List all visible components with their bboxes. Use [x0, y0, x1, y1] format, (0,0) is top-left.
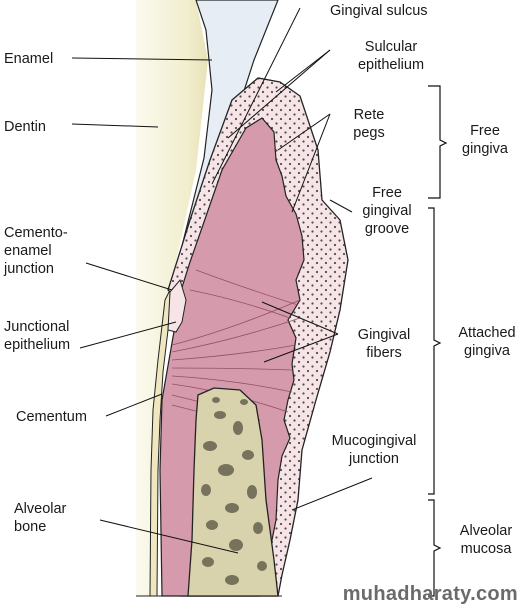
- leader-lines: [71, 7, 373, 554]
- label-alveolar-mucosa: Alveolar mucosa: [459, 523, 513, 557]
- label-cemento-enamel-junction: Cemento- enamel junction: [4, 225, 68, 277]
- label-junctional-epithelium: Junctional epithelium: [4, 319, 71, 353]
- label-cementum: Cementum: [16, 409, 87, 425]
- label-gingival-sulcus: Gingival sulcus: [330, 3, 428, 19]
- label-attached-gingiva: Attached gingiva: [458, 325, 516, 359]
- junctional-epithelium-region: [167, 278, 187, 333]
- label-free-gingiva: Free gingiva: [462, 123, 508, 157]
- label-dentin: Dentin: [4, 119, 46, 135]
- label-gingival-fibers: Gingival fibers: [357, 327, 411, 361]
- watermark: muhadharaty.com: [342, 583, 518, 605]
- bone-trabeculae: [201, 397, 267, 585]
- label-sulcular-epithelium: Sulcular epithelium: [357, 39, 425, 73]
- region-brackets: [428, 85, 448, 597]
- alveolar-bone-region: [187, 387, 279, 597]
- label-mucogingival-junction: Mucogingival junction: [331, 433, 417, 467]
- label-alveolar-bone: Alveolar bone: [14, 501, 67, 535]
- label-free-gingival-groove: Free gingival groove: [362, 185, 412, 237]
- label-rete-pegs: Rete pegs: [353, 107, 385, 141]
- label-enamel: Enamel: [4, 51, 54, 67]
